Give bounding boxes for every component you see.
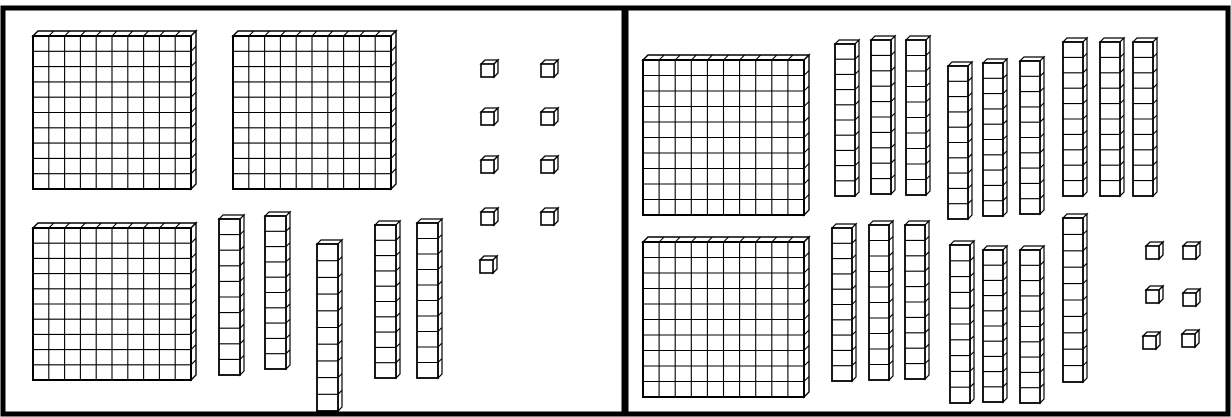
ten-rod-1-2 [265,212,290,369]
one-cube-2-2 [1183,242,1200,259]
ten-rod-2-3 [906,36,930,195]
one-cube-1-6 [541,156,558,173]
one-cube-1-5 [481,156,498,173]
ten-rod-2-11 [869,221,893,380]
one-cube-1-9 [480,256,497,273]
ten-rod-1-4 [375,221,400,378]
one-cube-1-7 [481,208,498,225]
ten-rod-2-4 [948,62,972,219]
ten-rod-1-3 [317,240,342,411]
one-cube-2-5 [1143,332,1160,349]
ten-rod-2-15 [1020,246,1044,403]
hundred-flat-1-1 [33,31,196,189]
ten-rod-2-14 [983,246,1007,402]
ten-rod-2-9 [1133,38,1157,196]
ten-rod-2-10 [832,224,856,381]
ten-rod-2-13 [950,241,974,403]
one-cube-2-6 [1182,330,1199,347]
hundred-flat-2-2 [643,237,809,397]
ten-rod-2-2 [871,36,895,194]
hundred-flat-2-1 [643,55,809,215]
one-cube-1-1 [481,60,498,77]
ten-rod-2-6 [1020,57,1044,214]
ten-rod-2-7 [1063,38,1087,196]
one-cube-1-2 [541,60,558,77]
one-cube-1-4 [541,108,558,125]
hundred-flat-1-2 [233,31,396,189]
one-cube-2-1 [1146,242,1163,259]
ten-rod-1-1 [219,215,244,375]
ten-rod-2-8 [1100,38,1124,196]
ten-rod-2-5 [983,59,1007,216]
one-cube-2-4 [1183,289,1200,306]
ten-rod-2-1 [835,40,859,196]
hundred-flat-1-3 [33,223,196,380]
one-cube-1-3 [481,108,498,125]
ten-rod-1-5 [417,219,442,378]
ten-rod-2-16 [1063,214,1087,382]
ten-rod-2-12 [905,221,929,379]
one-cube-2-3 [1146,286,1163,303]
one-cube-1-8 [541,208,558,225]
